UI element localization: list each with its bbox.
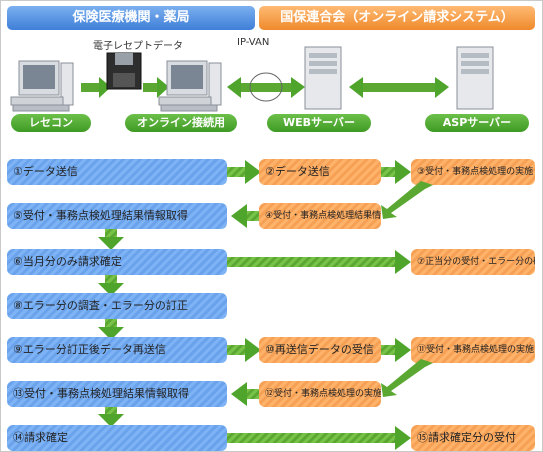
step-2-data-send: ②データ送信 — [259, 159, 381, 185]
arrow-14-15-head — [395, 426, 411, 450]
floppy-disk-icon — [106, 52, 142, 90]
step-3-reception-check: ③受付・事務点検処理の実施 — [411, 159, 535, 185]
arrow-2-3-head — [395, 160, 411, 184]
arrow-10-11 — [381, 345, 395, 355]
arrow-8-9-head — [98, 327, 124, 340]
arrow-1-2 — [227, 167, 245, 177]
step-10-resend-receive: ⑩再送信データの受信 — [259, 337, 381, 363]
step-14-claim-confirm: ⑭請求確定 — [7, 425, 227, 451]
arrow-12-13 — [247, 389, 259, 399]
step-11-reception-check: ⑪受付・事務点検処理の実施 — [411, 337, 535, 363]
step-8-error-investigate: ⑧エラー分の調査・エラー分の訂正 — [7, 293, 227, 319]
step-4-result-info: ④受付・事務点検処理結果情報 — [259, 203, 381, 229]
arrow-4-5-head — [231, 204, 247, 228]
arrow-to-online-pc-icon — [143, 77, 169, 98]
step-15-confirmed-receive: ⑮請求確定分の受付 — [411, 425, 535, 451]
arrow-12-13-head — [231, 382, 247, 406]
step-12-reception-check: ⑫受付・事務点検処理の実施 — [259, 381, 381, 407]
label-web-server: WEBサーバー — [267, 114, 371, 132]
arrow-10-11-head — [395, 338, 411, 362]
label-asp-server: ASPサーバー — [425, 114, 529, 132]
arrow-9-10-head — [245, 338, 261, 362]
step-9-resend: ⑨エラー分訂正後データ再送信 — [7, 337, 227, 363]
arrow-13-14 — [105, 407, 117, 417]
step-1-data-send: ①データ送信 — [7, 159, 227, 185]
arrow-6-7 — [227, 257, 395, 267]
asp-server-icon — [456, 46, 494, 110]
step-13-result-fetch: ⑬受付・事務点検処理結果情報取得 — [7, 381, 227, 407]
label-receipt-computer: レセコン — [11, 114, 91, 132]
web-server-icon — [304, 46, 342, 110]
arrow-to-floppy-icon — [81, 77, 111, 98]
arrow-5-6 — [105, 229, 117, 239]
header-medical-institution: 保険医療機関・薬局 — [7, 6, 255, 30]
arrow-13-14-head — [98, 414, 124, 427]
ipvan-label: IP-VAN — [237, 37, 270, 48]
arrow-6-7-head — [395, 250, 411, 274]
ipvan-connection-arrow-icon — [227, 72, 305, 102]
label-online-connection: オンライン接続用 — [125, 114, 237, 132]
online-pc-icon — [158, 60, 222, 112]
receipt-computer-icon — [10, 60, 74, 112]
arrow-6-8 — [105, 275, 117, 285]
arrow-5-6-head — [98, 237, 124, 250]
step-5-result-fetch: ⑤受付・事務点検処理結果情報取得 — [7, 203, 227, 229]
arrow-6-8-head — [98, 283, 124, 296]
equipment-illustration — [10, 46, 494, 112]
arrow-2-3 — [381, 167, 395, 177]
arrow-14-15 — [227, 433, 395, 443]
arrow-4-5 — [247, 211, 259, 221]
web-asp-connection-arrow-icon — [349, 77, 449, 98]
header-national-insurance-union: 国保連合会（オンライン請求システム） — [259, 6, 535, 30]
arrow-11-12-diagonal — [381, 359, 433, 397]
arrow-1-2-head — [245, 160, 261, 184]
arrow-3-4-diagonal — [381, 181, 433, 219]
step-7-accept-and-check: ⑦正当分の受付・エラー分の確認 — [411, 249, 535, 275]
step-6-monthly-confirm: ⑥当月分のみ請求確定 — [7, 249, 227, 275]
arrow-9-10 — [227, 345, 245, 355]
receipt-data-label: 電子レセプトデータ — [93, 41, 183, 52]
